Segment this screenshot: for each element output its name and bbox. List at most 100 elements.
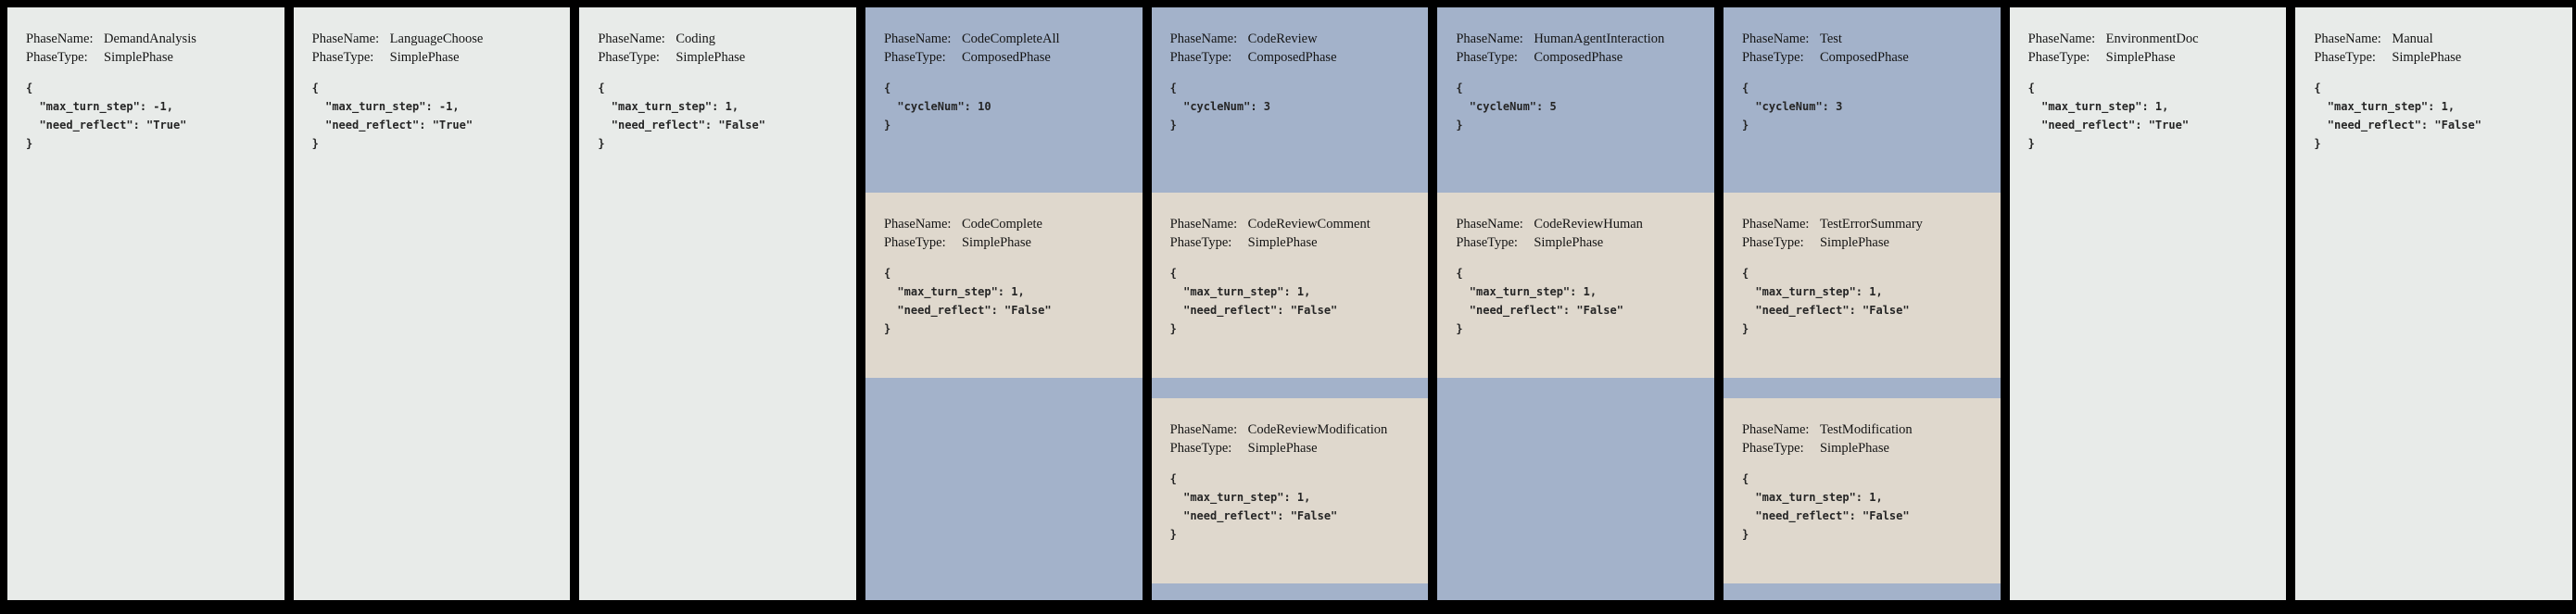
config-line: "max_turn_step": -1, (311, 100, 460, 113)
config-line: "need_reflect": "False" (2314, 119, 2481, 132)
config-line: "need_reflect": "False" (1456, 304, 1623, 317)
phase-name-row: PhaseName: CodeCompleteAll (884, 30, 1135, 48)
phase-type-row: PhaseType: ComposedPhase (1742, 48, 1993, 67)
child-phase-list: PhaseName: TestErrorSummary PhaseType: S… (1723, 193, 2001, 600)
child-phase-config: { "max_turn_step": 1, "need_reflect": "F… (1170, 264, 1421, 338)
config-line: } (598, 137, 605, 150)
config-line: "need_reflect": "False" (1169, 509, 1338, 522)
phase-name-label: PhaseName: (26, 31, 94, 46)
child-phase-config: { "max_turn_step": 1, "need_reflect": "F… (1170, 470, 1421, 544)
phase-name-label: PhaseName: (2314, 31, 2381, 46)
phase-name-value: EnvironmentDoc (2105, 31, 2199, 46)
config-line: "max_turn_step": 1, (1169, 285, 1311, 298)
child-phase-config: { "max_turn_step": 1, "need_reflect": "F… (1456, 264, 1707, 338)
phase-name-label: PhaseName: (2027, 31, 2096, 46)
child-phase-config: { "max_turn_step": 1, "need_reflect": "F… (1742, 470, 1993, 544)
child-phase-name-value: CodeReviewComment (1247, 217, 1370, 232)
config-line: } (883, 119, 891, 132)
phase-header: PhaseName: Coding PhaseType: SimplePhase… (579, 7, 856, 193)
config-line: "cycleNum": 10 (883, 100, 991, 113)
config-line: "max_turn_step": -1, (26, 100, 173, 113)
config-line: "max_turn_step": 1, (598, 100, 739, 113)
child-phase-card-CodeReviewComment: PhaseName: CodeReviewComment PhaseType: … (1151, 193, 1429, 378)
config-line: "need_reflect": "True" (311, 119, 474, 132)
child-phase-name-label: PhaseName: (1456, 217, 1523, 232)
config-line: } (1741, 528, 1749, 541)
config-line: } (883, 322, 891, 335)
config-line: { (1169, 267, 1177, 280)
config-line: { (883, 81, 891, 94)
phase-column-Test: PhaseName: Test PhaseType: ComposedPhase… (1723, 7, 2001, 600)
phase-name-row: PhaseName: LanguageChoose (312, 30, 563, 48)
child-phase-list (7, 193, 284, 600)
child-phase-list: PhaseName: CodeReviewComment PhaseType: … (1151, 193, 1429, 600)
phase-type-row: PhaseType: ComposedPhase (884, 48, 1135, 67)
phase-type-value: ComposedPhase (1534, 50, 1623, 65)
phase-header: PhaseName: CodeReview PhaseType: Compose… (1152, 7, 1429, 193)
config-line: } (1456, 322, 1463, 335)
child-phase-name-value: CodeReviewModification (1247, 422, 1388, 437)
phase-column-HumanAgentInteraction: PhaseName: HumanAgentInteraction PhaseTy… (1437, 7, 1714, 600)
config-line: { (2314, 81, 2321, 94)
phase-config: { "max_turn_step": 1, "need_reflect": "F… (2314, 79, 2565, 153)
config-line: { (1169, 472, 1177, 485)
phase-name-label: PhaseName: (1169, 31, 1238, 46)
phase-name-row: PhaseName: Coding (598, 30, 849, 48)
child-phase-name-value: TestErrorSummary (1819, 217, 1923, 232)
phase-header: PhaseName: DemandAnalysis PhaseType: Sim… (7, 7, 284, 193)
phase-type-value: SimplePhase (676, 50, 746, 65)
child-phase-card-TestModification: PhaseName: TestModification PhaseType: S… (1723, 398, 2001, 583)
child-phase-type-value: SimplePhase (1534, 235, 1604, 250)
child-phase-name-row: PhaseName: CodeReviewHuman (1456, 215, 1707, 233)
config-line: } (2314, 137, 2321, 150)
phase-config: { "cycleNum": 5} (1456, 79, 1707, 134)
phase-name-label: PhaseName: (883, 31, 952, 46)
phase-type-value: SimplePhase (2392, 50, 2462, 65)
phase-config: { "max_turn_step": 1, "need_reflect": "T… (2028, 79, 2279, 153)
phase-type-value: SimplePhase (389, 50, 460, 65)
child-phase-name-row: PhaseName: TestErrorSummary (1742, 215, 1993, 233)
phase-name-label: PhaseName: (311, 31, 380, 46)
phase-type-label: PhaseType: (1169, 50, 1232, 65)
phase-config: { "max_turn_step": -1, "need_reflect": "… (26, 79, 277, 153)
child-phase-type-value: SimplePhase (1819, 235, 1889, 250)
config-line: "need_reflect": "False" (883, 304, 1052, 317)
phase-config: { "max_turn_step": 1, "need_reflect": "F… (598, 79, 849, 153)
config-line: } (1741, 119, 1749, 132)
phase-type-label: PhaseType: (598, 50, 660, 65)
config-line: } (1169, 528, 1177, 541)
child-phase-list (2010, 193, 2287, 600)
config-line: } (2027, 137, 2035, 150)
phase-type-label: PhaseType: (26, 50, 88, 65)
child-phase-list (579, 193, 856, 600)
config-line: } (26, 137, 33, 150)
phase-type-value: SimplePhase (104, 50, 173, 65)
phase-type-row: PhaseType: ComposedPhase (1456, 48, 1707, 67)
config-line: } (1741, 322, 1749, 335)
config-line: { (598, 81, 605, 94)
child-phase-type-value: SimplePhase (1247, 235, 1318, 250)
child-phase-type-label: PhaseType: (1741, 441, 1804, 456)
config-line: "max_turn_step": 1, (1169, 491, 1311, 504)
config-line: { (1456, 267, 1463, 280)
child-phase-type-label: PhaseType: (1169, 235, 1232, 250)
config-line: "need_reflect": "False" (1741, 304, 1910, 317)
phase-type-row: PhaseType: SimplePhase (312, 48, 563, 67)
child-phase-type-label: PhaseType: (1741, 235, 1804, 250)
config-line: "need_reflect": "False" (1169, 304, 1338, 317)
config-line: { (1169, 81, 1177, 94)
phase-name-label: PhaseName: (1741, 31, 1810, 46)
phase-header: PhaseName: EnvironmentDoc PhaseType: Sim… (2010, 7, 2287, 193)
phase-name-value: LanguageChoose (389, 31, 484, 46)
phase-type-label: PhaseType: (883, 50, 946, 65)
phase-header: PhaseName: LanguageChoose PhaseType: Sim… (294, 7, 571, 193)
child-phase-list: PhaseName: CodeComplete PhaseType: Simpl… (865, 193, 1143, 600)
phase-column-Coding: PhaseName: Coding PhaseType: SimplePhase… (579, 7, 856, 600)
config-line: "max_turn_step": 1, (2314, 100, 2456, 113)
phase-type-label: PhaseType: (311, 50, 374, 65)
config-line: "max_turn_step": 1, (1741, 285, 1883, 298)
config-line: "cycleNum": 5 (1456, 100, 1557, 113)
child-phase-name-label: PhaseName: (1741, 422, 1810, 437)
child-phase-name-row: PhaseName: CodeReviewComment (1170, 215, 1421, 233)
child-phase-name-value: CodeReviewHuman (1534, 217, 1643, 232)
